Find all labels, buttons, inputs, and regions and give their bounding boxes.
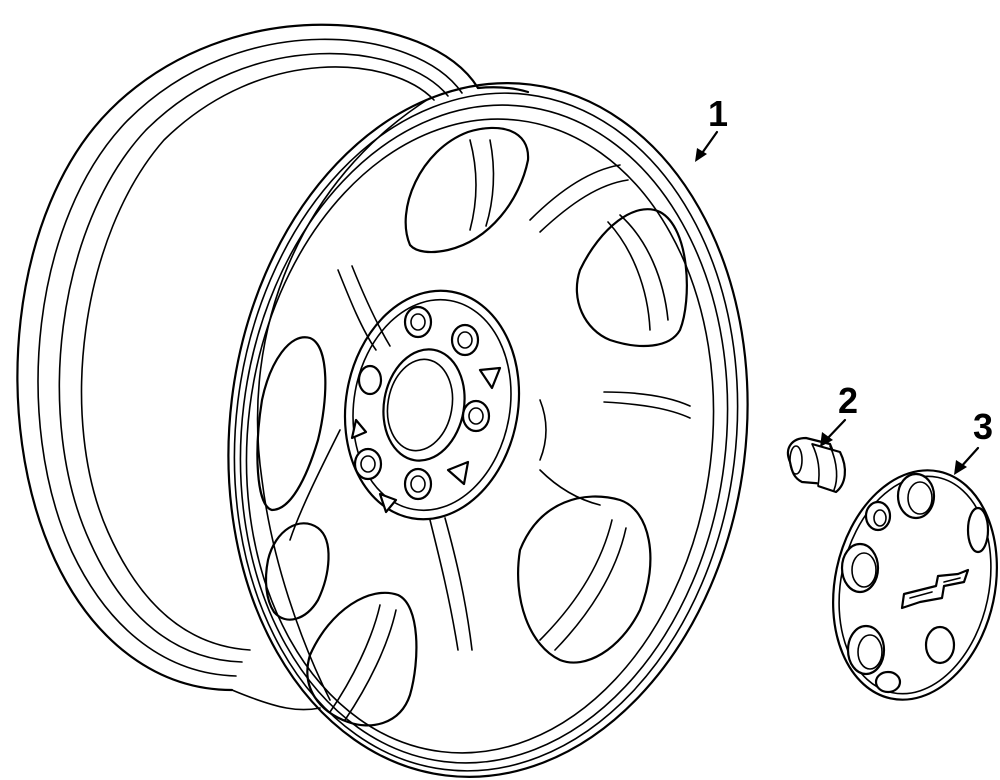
bowtie-emblem [900, 568, 970, 610]
wheel-spoke-ridges [289, 164, 691, 651]
callout-number-2: 2 [838, 380, 859, 421]
callout-number-3: 3 [973, 406, 994, 447]
callout-number-1: 1 [708, 93, 729, 134]
wheel-face-rims [227, 82, 749, 778]
wheel-lug-holes [350, 305, 502, 514]
lug-nut[interactable] [786, 436, 846, 494]
wheel-hub [343, 289, 521, 521]
callout-arrow-3 [954, 446, 980, 475]
wheel-spoke-windows [256, 126, 688, 727]
callout-arrow-2 [820, 418, 847, 447]
wheel[interactable] [16, 23, 786, 780]
callout-arrow-1 [695, 130, 719, 162]
wheel-rim-back [16, 23, 480, 692]
center-cap-holes [840, 472, 990, 694]
wheel-barrel [231, 86, 530, 711]
center-cap[interactable] [813, 455, 1000, 715]
